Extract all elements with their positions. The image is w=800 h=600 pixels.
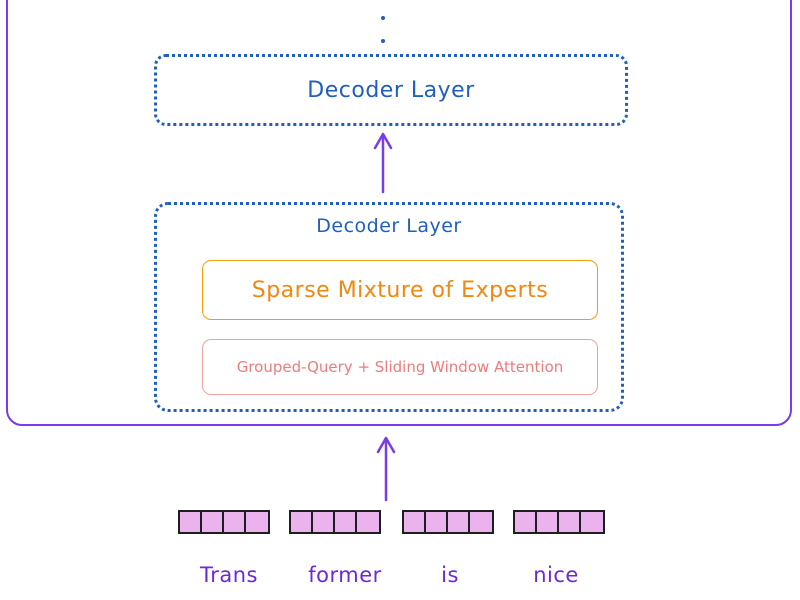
token-embedding-is xyxy=(402,510,494,534)
token-word-is: is xyxy=(441,563,459,587)
embedding-cell xyxy=(537,512,559,532)
token-word-former: former xyxy=(308,563,382,587)
decoder-layer-bottom: Decoder Layer xyxy=(154,202,624,412)
token-embedding-former xyxy=(289,510,381,534)
model-container xyxy=(6,0,792,426)
ellipsis-dot-1 xyxy=(381,16,385,20)
token-word-trans: Trans xyxy=(200,563,258,587)
token-word-nice: nice xyxy=(533,563,579,587)
embedding-cell xyxy=(404,512,426,532)
embedding-cell xyxy=(581,512,603,532)
embedding-cell xyxy=(313,512,335,532)
token-embedding-trans xyxy=(178,510,270,534)
attention-block: Grouped-Query + Sliding Window Attention xyxy=(202,339,598,395)
embedding-cell xyxy=(559,512,581,532)
embedding-cell xyxy=(180,512,202,532)
decoder-layer-bottom-label: Decoder Layer xyxy=(316,215,462,237)
embedding-cell xyxy=(291,512,313,532)
embedding-cell xyxy=(448,512,470,532)
attention-label: Grouped-Query + Sliding Window Attention xyxy=(236,358,564,376)
token-embedding-nice xyxy=(513,510,605,534)
embedding-cell xyxy=(357,512,379,532)
decoder-layer-top: Decoder Layer xyxy=(154,54,628,126)
embedding-cell xyxy=(224,512,246,532)
arrow-input-to-model xyxy=(376,436,396,502)
ellipsis-dot-2 xyxy=(381,39,385,43)
embedding-cell xyxy=(335,512,357,532)
arrow-between-layers xyxy=(373,132,393,194)
embedding-cell xyxy=(515,512,537,532)
decoder-layer-top-label: Decoder Layer xyxy=(307,77,475,103)
embedding-cell xyxy=(202,512,224,532)
embedding-cell xyxy=(426,512,448,532)
sparse-moe-block: Sparse Mixture of Experts xyxy=(202,260,598,320)
sparse-moe-label: Sparse Mixture of Experts xyxy=(251,277,549,303)
embedding-cell xyxy=(246,512,268,532)
embedding-cell xyxy=(470,512,492,532)
